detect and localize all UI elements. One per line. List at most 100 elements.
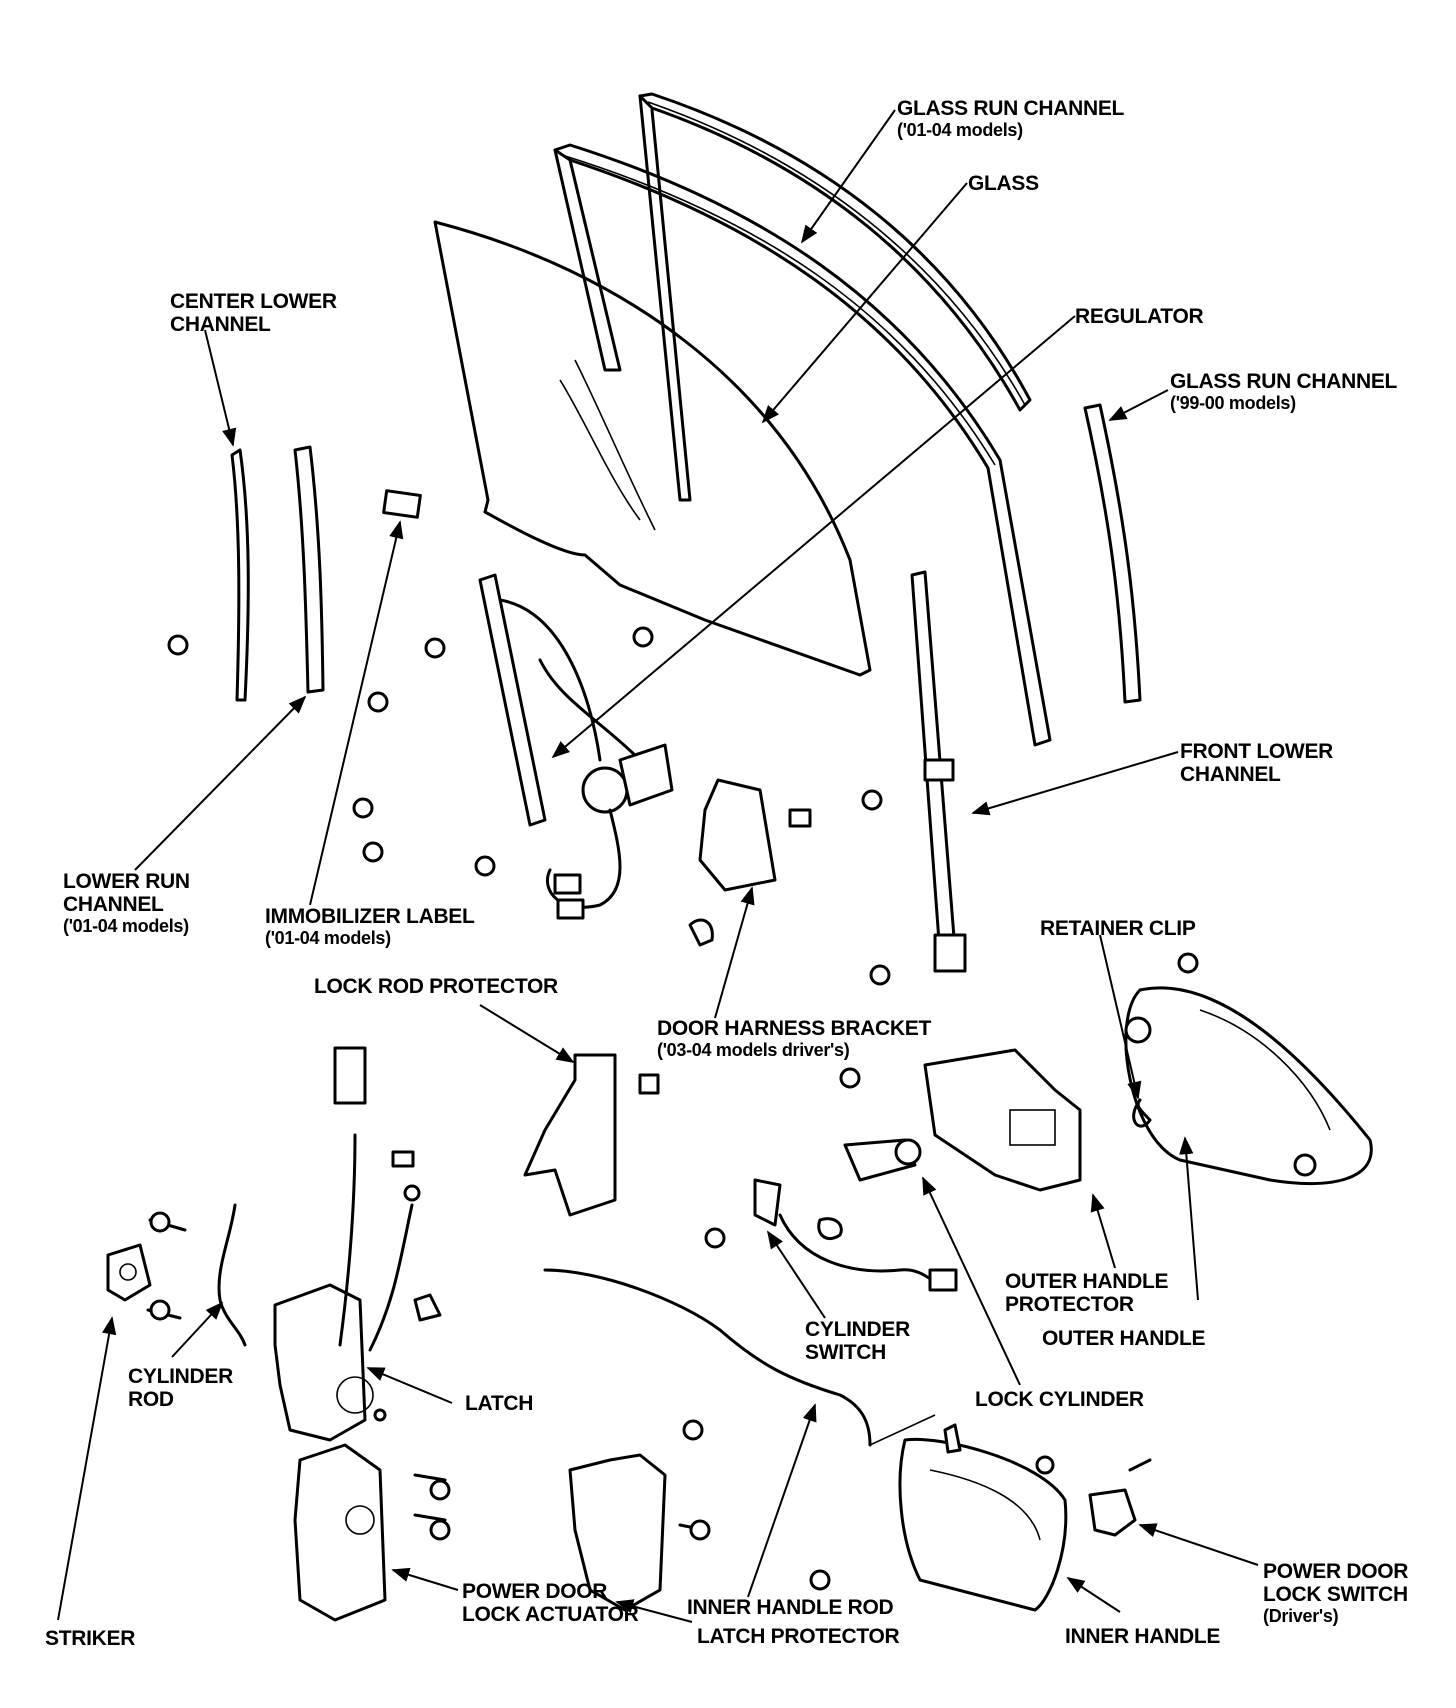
leader-lock-cylinder bbox=[922, 1176, 1021, 1386]
leader-front-lower-channel bbox=[971, 751, 1179, 816]
center-lower-channel-part bbox=[230, 448, 250, 702]
label-lower-run-channel: LOWER RUN CHANNEL ('01-04 models) bbox=[63, 870, 190, 937]
label-line: REGULATOR bbox=[1075, 305, 1204, 328]
leader-power-door-lock-actuator bbox=[391, 1567, 459, 1591]
label-lock-rod-protector: LOCK ROD PROTECTOR bbox=[314, 975, 558, 998]
label-line: CENTER LOWER bbox=[170, 290, 337, 313]
fasteners bbox=[149, 626, 1199, 1591]
leader-striker bbox=[57, 1316, 117, 1621]
front-lower-channel-part bbox=[910, 570, 967, 973]
label-line: ('01-04 models) bbox=[897, 120, 1023, 140]
label-glass-run-channel-0104: GLASS RUN CHANNEL ('01-04 models) bbox=[897, 97, 1124, 141]
label-line: LOCK ROD PROTECTOR bbox=[314, 975, 558, 998]
label-striker: STRIKER bbox=[45, 1627, 135, 1650]
lower-run-channel-part bbox=[293, 445, 325, 694]
label-line: INNER HANDLE ROD bbox=[687, 1596, 894, 1619]
label-front-lower-channel: FRONT LOWER CHANNEL bbox=[1180, 740, 1333, 786]
label-door-harness-bracket: DOOR HARNESS BRACKET ('03-04 models driv… bbox=[657, 1017, 931, 1061]
outer-handle-protector-part bbox=[923, 1048, 1082, 1192]
leader-lock-rod-protector bbox=[479, 1004, 575, 1063]
label-line: CYLINDER bbox=[128, 1365, 233, 1388]
label-line: FRONT LOWER bbox=[1180, 740, 1334, 763]
door-harness-bracket-part bbox=[688, 778, 812, 947]
label-line: ('01-04 models) bbox=[265, 928, 391, 948]
outer-handle-part bbox=[1124, 986, 1373, 1186]
label-lock-cylinder: LOCK CYLINDER bbox=[975, 1388, 1144, 1411]
label-line: LOWER RUN bbox=[63, 870, 190, 893]
label-line: ('99-00 models) bbox=[1170, 393, 1296, 413]
label-line: CYLINDER bbox=[805, 1318, 910, 1341]
label-inner-handle-rod: INNER HANDLE ROD bbox=[687, 1596, 894, 1619]
leader-inner-handle-rod bbox=[747, 1403, 817, 1598]
label-line: ('03-04 models driver's) bbox=[657, 1040, 850, 1060]
cylinder-rod-part bbox=[217, 1203, 247, 1347]
label-line: CHANNEL bbox=[63, 893, 164, 916]
leader-door-harness-bracket bbox=[714, 886, 755, 1019]
label-line: INNER HANDLE bbox=[1065, 1625, 1221, 1648]
leader-latch-protector bbox=[615, 1599, 693, 1623]
label-outer-handle: OUTER HANDLE bbox=[1042, 1327, 1206, 1350]
label-cylinder-rod: CYLINDER ROD bbox=[128, 1365, 233, 1411]
label-center-lower-channel: CENTER LOWER CHANNEL bbox=[170, 290, 337, 336]
label-power-door-lock-switch: POWER DOOR LOCK SWITCH (Driver's) bbox=[1263, 1560, 1408, 1627]
leader-cylinder-rod bbox=[171, 1301, 224, 1358]
label-line: OUTER HANDLE bbox=[1042, 1327, 1206, 1350]
label-latch: LATCH bbox=[465, 1392, 533, 1415]
leader-lines bbox=[57, 109, 1259, 1623]
label-line: STRIKER bbox=[45, 1627, 136, 1650]
label-line: POWER DOOR bbox=[462, 1580, 608, 1603]
label-line: SWITCH bbox=[805, 1341, 887, 1364]
label-line: PROTECTOR bbox=[1005, 1293, 1134, 1316]
glass-part bbox=[433, 220, 872, 677]
label-line: GLASS bbox=[968, 172, 1039, 195]
leader-glass bbox=[761, 182, 968, 424]
label-inner-handle: INNER HANDLE bbox=[1065, 1625, 1220, 1648]
leader-retainer-clip bbox=[1099, 934, 1142, 1100]
lock-cylinder-part bbox=[843, 1138, 922, 1182]
label-retainer-clip: RETAINER CLIP bbox=[1040, 917, 1196, 940]
label-line: RETAINER CLIP bbox=[1040, 917, 1196, 940]
immobilizer-label-part bbox=[382, 489, 422, 519]
glass-run-channel-0104-part bbox=[638, 92, 1032, 502]
leader-glass-run-channel-0104 bbox=[800, 109, 896, 244]
inner-handle-part bbox=[898, 1423, 1068, 1612]
label-line: ('01-04 models) bbox=[63, 916, 189, 936]
leader-outer-handle bbox=[1179, 1136, 1199, 1301]
label-line: LATCH bbox=[465, 1392, 534, 1415]
label-power-door-lock-actuator: POWER DOOR LOCK ACTUATOR bbox=[462, 1580, 639, 1626]
lock-rod-protector-part bbox=[523, 1053, 660, 1217]
label-line: CHANNEL bbox=[1180, 763, 1281, 786]
leader-outer-handle-protector bbox=[1090, 1193, 1116, 1269]
leader-power-door-lock-switch bbox=[1138, 1523, 1259, 1566]
label-line: IMMOBILIZER LABEL bbox=[265, 905, 475, 928]
leader-center-lower-channel bbox=[204, 329, 237, 447]
glass-run-channel-9900-part bbox=[1083, 403, 1142, 704]
power-door-lock-actuator-part bbox=[293, 1443, 447, 1622]
label-regulator: REGULATOR bbox=[1075, 305, 1204, 328]
label-line: GLASS RUN CHANNEL bbox=[1170, 370, 1398, 393]
striker-part bbox=[106, 1218, 187, 1320]
label-line: LATCH PROTECTOR bbox=[697, 1625, 900, 1648]
label-line: POWER DOOR bbox=[1263, 1560, 1409, 1583]
label-line: ROD bbox=[128, 1388, 174, 1411]
retainer-clip-part bbox=[1132, 1098, 1152, 1128]
cylinder-switch-part bbox=[753, 1178, 958, 1292]
label-line: CHANNEL bbox=[170, 313, 271, 336]
regulator-part bbox=[478, 573, 674, 920]
label-line: LOCK CYLINDER bbox=[975, 1388, 1144, 1411]
glass-run-channel-middle bbox=[553, 143, 1052, 747]
leader-latch bbox=[366, 1367, 453, 1404]
label-line: GLASS RUN CHANNEL bbox=[897, 97, 1125, 120]
leader-lower-run-channel bbox=[134, 695, 307, 871]
label-glass-run-channel-9900: GLASS RUN CHANNEL ('99-00 models) bbox=[1170, 370, 1397, 414]
leader-glass-run-channel-9900 bbox=[1108, 389, 1169, 421]
label-line: DOOR HARNESS BRACKET bbox=[657, 1017, 932, 1040]
leader-cylinder-switch bbox=[767, 1230, 826, 1319]
leader-immobilizer-label bbox=[309, 520, 404, 906]
label-line: LOCK SWITCH bbox=[1263, 1583, 1408, 1606]
label-line: OUTER HANDLE bbox=[1005, 1270, 1169, 1293]
label-outer-handle-protector: OUTER HANDLE PROTECTOR bbox=[1005, 1270, 1169, 1316]
label-line: LOCK ACTUATOR bbox=[462, 1603, 639, 1626]
power-door-lock-switch-part bbox=[1088, 1458, 1152, 1537]
